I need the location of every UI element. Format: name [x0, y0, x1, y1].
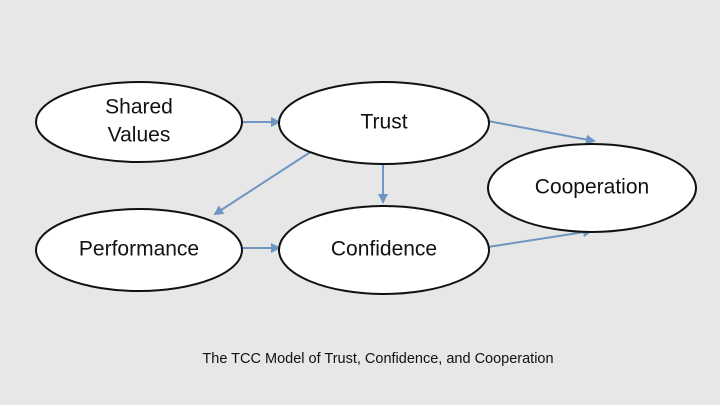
node-performance-label: Performance [79, 238, 199, 261]
node-confidence-label: Confidence [331, 238, 437, 261]
node-shared-values: Shared Values [35, 81, 243, 163]
node-cooperation: Cooperation [487, 143, 697, 233]
node-performance-shape [35, 208, 243, 292]
node-trust-label: Trust [360, 111, 407, 134]
node-shared-values-shape [35, 81, 243, 163]
edge-trust-to-cooperation [487, 120, 596, 145]
node-cooperation-label: Cooperation [535, 176, 649, 199]
node-trust: Trust [278, 81, 490, 165]
node-trust-shape [278, 81, 490, 165]
diagram-caption: The TCC Model of Trust, Confidence, and … [202, 351, 554, 367]
node-confidence: Confidence [278, 205, 490, 295]
edge-trust-to-performance [213, 150, 313, 216]
node-confidence-shape [278, 205, 490, 295]
node-shared-values-label-line-1: Shared [105, 96, 173, 119]
edges [213, 117, 596, 253]
node-shared-values-label-line-2: Values [108, 124, 171, 147]
node-cooperation-shape [487, 143, 697, 233]
node-performance: Performance [35, 208, 243, 292]
edge-confidence-to-cooperation [487, 227, 593, 248]
